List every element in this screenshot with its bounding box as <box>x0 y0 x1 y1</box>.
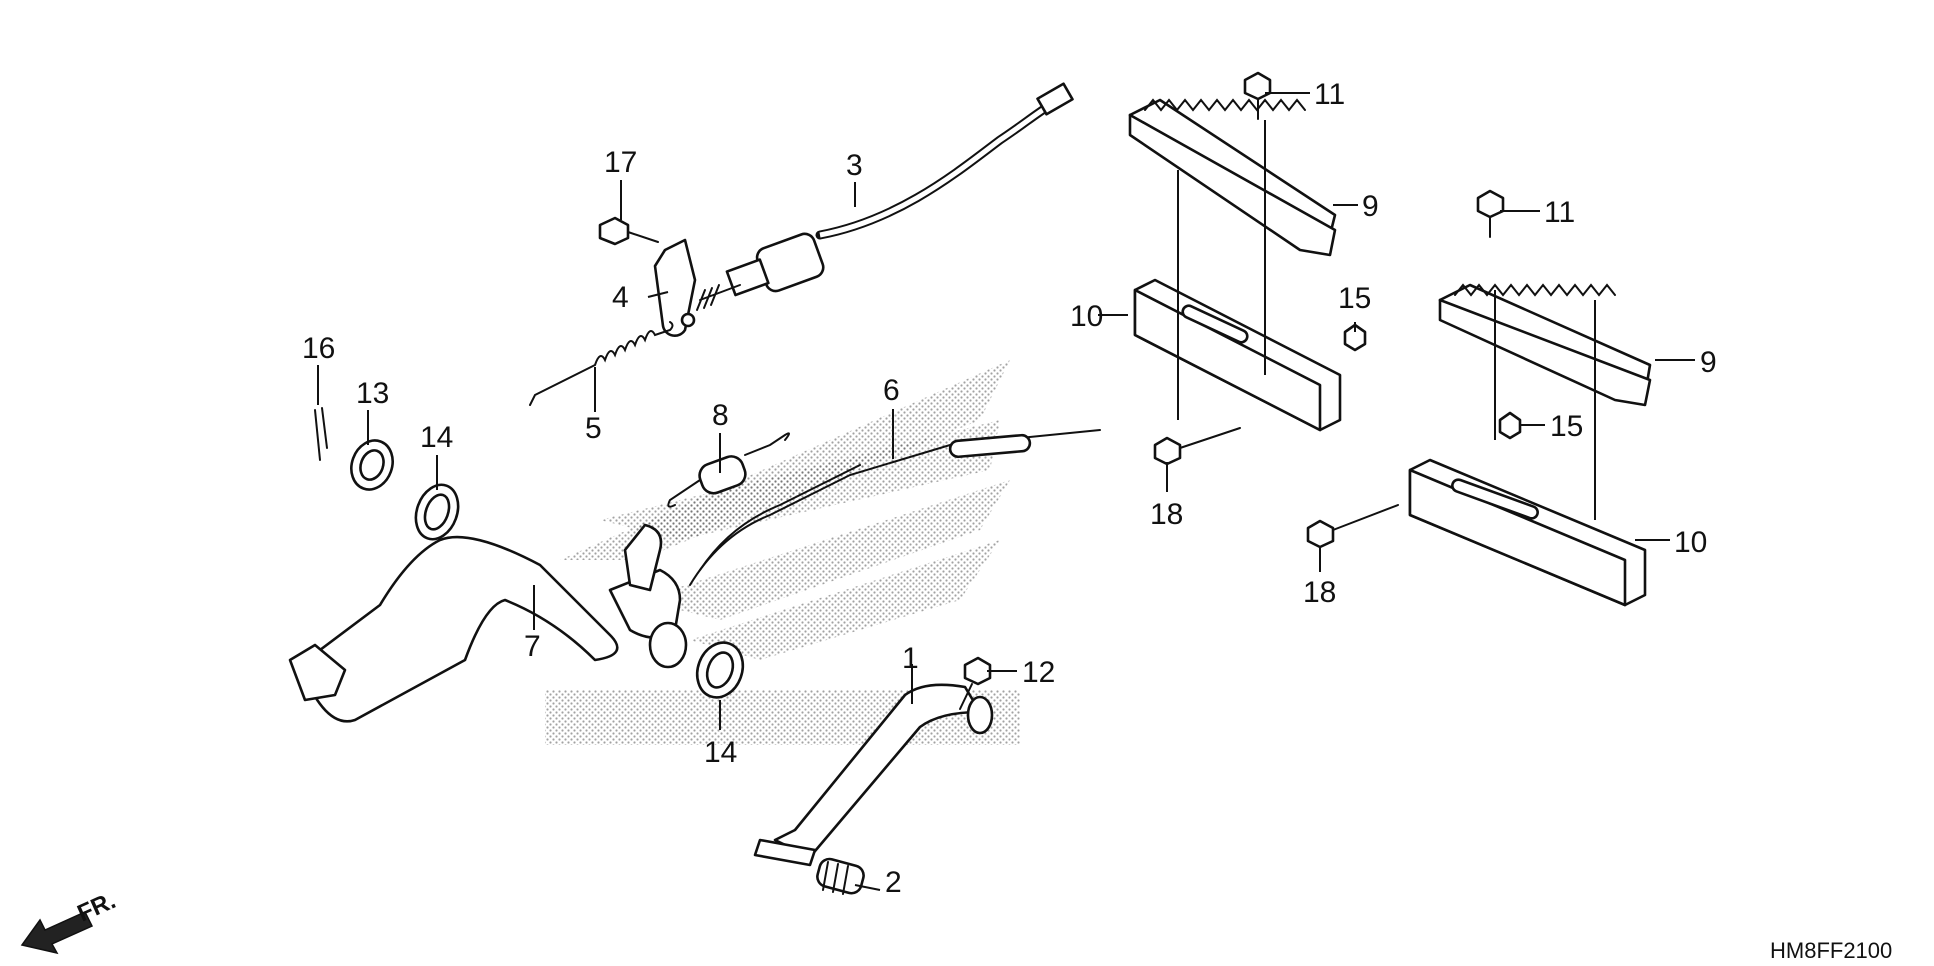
callout-14a: 14 <box>420 421 453 454</box>
callout-13: 13 <box>356 377 389 410</box>
callout-6: 6 <box>883 374 900 407</box>
callout-7: 7 <box>524 630 541 663</box>
callout-1: 1 <box>902 642 919 675</box>
callout-8: 8 <box>712 399 729 432</box>
part-10-bracket-right <box>1408 458 1647 607</box>
callout-9a: 9 <box>1362 190 1379 223</box>
callout-14b: 14 <box>704 736 737 769</box>
callout-10a: 10 <box>1070 300 1103 333</box>
callout-18b: 18 <box>1303 576 1336 609</box>
callout-17: 17 <box>604 146 637 179</box>
callout-11b: 11 <box>1544 196 1575 229</box>
part-12-bolt <box>959 656 992 710</box>
callout-11a: 11 <box>1314 78 1345 111</box>
callout-3: 3 <box>846 149 863 182</box>
part-9-footpeg-left <box>1128 98 1337 257</box>
part-11-bolt-right <box>1476 189 1505 238</box>
part-17-bolt <box>598 216 659 246</box>
part-6-rod <box>689 429 1101 586</box>
part-3-switch-cable <box>696 82 1074 311</box>
callout-16: 16 <box>302 332 335 365</box>
part-10-bracket-left <box>1133 278 1342 432</box>
callout-5: 5 <box>585 412 602 445</box>
part-18-bolt-left <box>1153 427 1241 466</box>
callout-4: 4 <box>612 281 629 314</box>
callout-18a: 18 <box>1150 498 1183 531</box>
callout-15b: 15 <box>1550 410 1583 443</box>
part-13-washer <box>350 439 394 491</box>
part-16-pin <box>314 407 328 461</box>
callout-12: 12 <box>1022 656 1055 689</box>
part-2-rubber <box>816 857 865 895</box>
part-15-nut-right <box>1498 411 1522 440</box>
diagram-code: HM8FF2100 <box>1770 938 1892 963</box>
callout-15a: 15 <box>1338 282 1371 315</box>
part-14-seal <box>414 483 745 699</box>
part-9-footpeg-right <box>1438 283 1652 407</box>
callout-2: 2 <box>885 866 902 899</box>
part-4-bracket <box>653 238 697 337</box>
part-18-bolt-right <box>1306 504 1399 549</box>
callout-10b: 10 <box>1674 526 1707 559</box>
callout-9b: 9 <box>1700 346 1717 379</box>
part-7-brake-pedal <box>288 523 688 723</box>
front-direction-arrow-icon <box>20 911 94 955</box>
leader-lines <box>317 92 1695 891</box>
part-8-spring <box>667 432 790 508</box>
part-11-bolt-left <box>1243 71 1272 120</box>
part-5-spring <box>529 321 674 406</box>
